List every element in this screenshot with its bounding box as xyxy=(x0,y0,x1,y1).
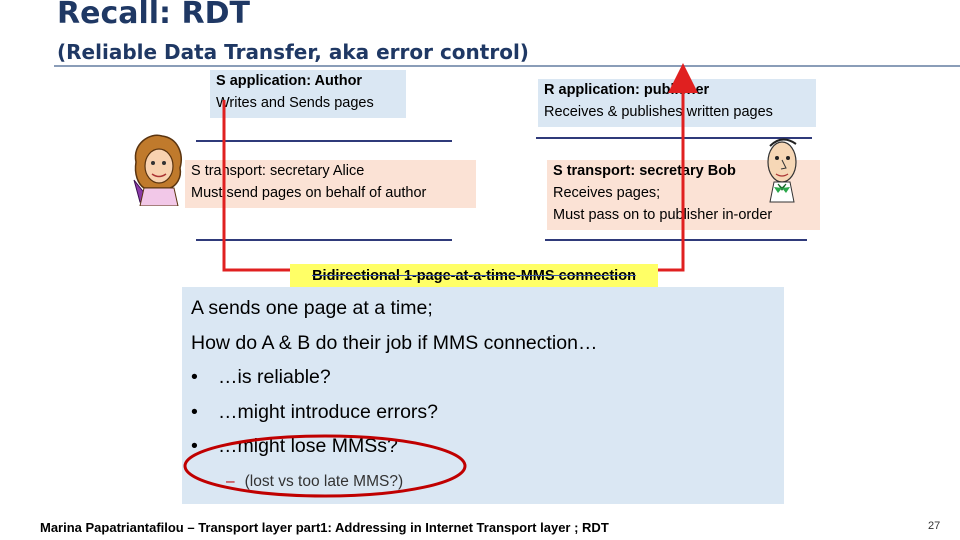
sender-transport-heading: S transport: secretary Alice xyxy=(191,163,365,179)
receiver-transport-text-2: Must pass on to publisher in-order xyxy=(553,207,773,223)
bullet-marker: • xyxy=(191,400,198,423)
receiver-application-text: Receives & publishes written pages xyxy=(544,104,773,120)
question-bullet-2: • …might introduce errors? xyxy=(191,395,784,430)
receiver-application-heading: R application: publisher xyxy=(544,82,710,98)
sender-layer-line-top xyxy=(196,140,452,142)
receiver-application-box: R application: publisher Receives & publ… xyxy=(538,79,816,127)
title-divider xyxy=(54,65,960,67)
sender-application-heading: S application: Author xyxy=(216,73,363,89)
slide-subtitle: (Reliable Data Transfer, aka error contr… xyxy=(57,40,529,64)
sender-transport-box: S transport: secretary Alice Must send p… xyxy=(185,160,476,208)
mms-connection-label: Bidirectional 1-page-at-a-time-MMS conne… xyxy=(290,264,658,288)
sender-layer-line-bottom xyxy=(196,239,452,241)
question-bullet-3: • …might lose MMSs? xyxy=(191,429,784,464)
bullet-text: …is reliable? xyxy=(218,366,331,388)
slide-footer: Marina Papatriantafilou – Transport laye… xyxy=(40,520,609,535)
question-bullet-1: • …is reliable? xyxy=(191,360,784,395)
bob-cartoon-icon xyxy=(767,138,797,203)
receiver-layer-line-bottom xyxy=(545,239,807,241)
slide-title: Recall: RDT xyxy=(57,0,250,31)
question-line-1: A sends one page at a time; xyxy=(191,297,433,319)
bullet-marker: • xyxy=(191,366,198,388)
bullet-text: …might lose MMSs? xyxy=(218,435,398,457)
dash-marker: – xyxy=(226,472,235,490)
sender-transport-text: Must send pages on behalf of author xyxy=(191,185,427,201)
alice-cartoon-icon xyxy=(133,134,182,206)
sender-application-box: S application: Author Writes and Sends p… xyxy=(210,70,406,118)
sub-bullet-text: (lost vs too late MMS?) xyxy=(244,472,404,490)
sender-application-text: Writes and Sends pages xyxy=(216,95,374,111)
bullet-text: …might introduce errors? xyxy=(218,400,439,423)
question-sub-bullet: –(lost vs too late MMS?) xyxy=(191,470,784,494)
bullet-marker: • xyxy=(191,435,198,457)
question-line-2: How do A & B do their job if MMS connect… xyxy=(191,331,598,354)
page-number: 27 xyxy=(928,520,941,532)
question-box: A sends one page at a time; How do A & B… xyxy=(182,287,784,504)
